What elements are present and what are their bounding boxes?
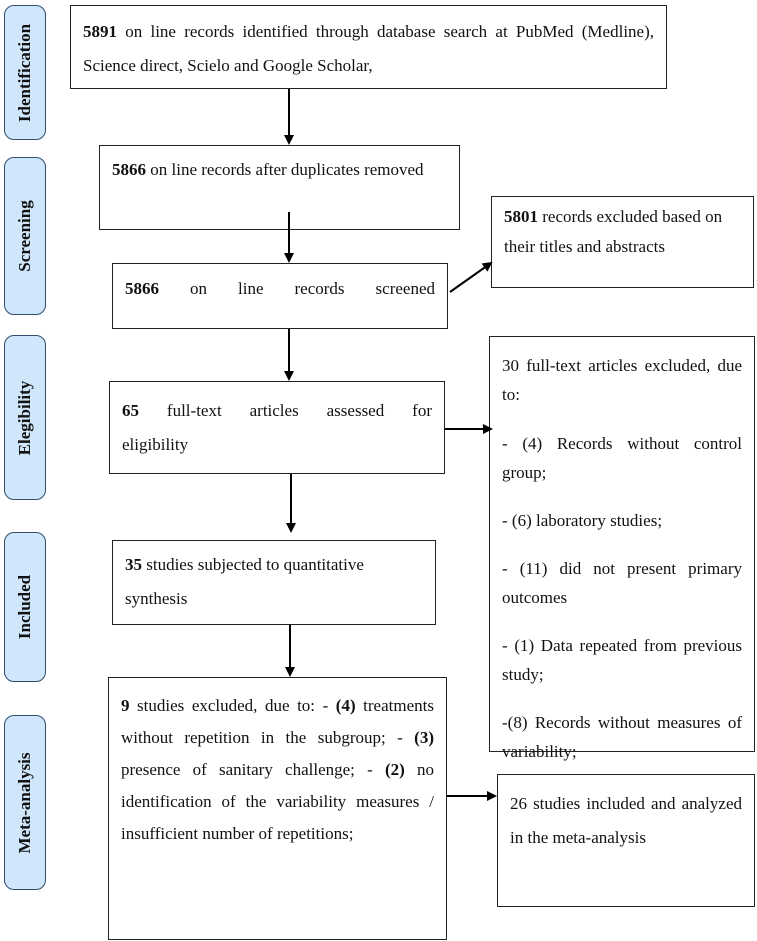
quantitative-synthesis-count: 35	[125, 555, 142, 574]
duplicates-removed-count: 5866	[112, 160, 146, 179]
quantitative-synthesis-box: 35 studies subjected to quantitative syn…	[112, 540, 436, 625]
meta-included-box: 26 studies included and analyzed in the …	[497, 774, 755, 907]
fulltext-assessed-box: 65 full-text articles assessed for eligi…	[109, 381, 445, 474]
duplicates-removed-text: on line records after duplicates removed	[146, 160, 424, 179]
fulltext-assessed-line2: eligibility	[122, 435, 189, 454]
records-identified-box: 5891 on line records identified through …	[70, 5, 667, 89]
fulltext-assessed-word: for	[412, 401, 432, 420]
fulltext-assessed-word: assessed	[326, 401, 385, 420]
fulltext-excluded-box: 30 full-text articles excluded, due to: …	[489, 336, 755, 761]
records-screened-word: on	[190, 279, 207, 298]
fulltext-assessed-count: 65	[122, 401, 139, 420]
meta-excluded-n4: (4)	[335, 696, 356, 715]
duplicates-removed-box: 5866 on line records after duplicates re…	[99, 145, 460, 230]
records-identified-text: on line records identified through datab…	[83, 22, 654, 75]
fulltext-excluded-item: - (4) Records without control group;	[502, 434, 742, 482]
records-screened-word: screened	[375, 279, 435, 298]
stage-included: Included	[4, 532, 46, 682]
fulltext-excluded-item: - (1) Data repeated from previous study;	[502, 636, 742, 684]
meta-excluded-count: 9	[121, 696, 130, 715]
meta-excluded-text: presence of sanitary challenge; -	[121, 760, 385, 779]
fulltext-assessed-word: full-text	[166, 401, 222, 420]
quantitative-synthesis-text: studies subjected to quantitative synthe…	[125, 555, 364, 608]
meta-excluded-text: studies excluded, due to: -	[129, 696, 336, 715]
stage-meta-analysis: Meta-analysis	[4, 715, 46, 890]
meta-excluded-box: 9 studies excluded, due to: - (4) treatm…	[108, 677, 447, 940]
records-screened-box: 5866 on line records screened	[112, 263, 448, 329]
records-screened-word: line	[238, 279, 264, 298]
arrow-screened-to-excluded	[449, 261, 493, 293]
stage-eligibility: Elegibility	[4, 335, 46, 500]
meta-excluded-text: no identification of the variability mea…	[121, 760, 434, 843]
records-excluded-box: 5801 records excluded based on their tit…	[491, 196, 754, 288]
records-screened-count: 5866	[125, 279, 159, 298]
fulltext-excluded-heading: 30 full-text articles excluded, due to:	[502, 356, 742, 404]
records-excluded-count: 5801	[504, 207, 538, 226]
meta-excluded-n3: (3)	[414, 728, 434, 747]
records-excluded-text: records excluded based on their titles a…	[504, 207, 723, 256]
records-identified-count: 5891	[83, 22, 117, 41]
fulltext-assessed-word: articles	[249, 401, 299, 420]
meta-excluded-text: treatments without repetition in the sub…	[121, 696, 434, 747]
stage-identification: Identification	[4, 5, 46, 140]
meta-included-text: 26 studies included and analyzed in the …	[510, 794, 742, 847]
fulltext-excluded-item: -(8) Records without measures of variabi…	[502, 713, 742, 761]
meta-excluded-n2: (2)	[384, 760, 405, 779]
fulltext-excluded-item: - (6) laboratory studies;	[502, 511, 663, 530]
stage-screening: Screening	[4, 157, 46, 315]
records-screened-word: records	[294, 279, 345, 298]
fulltext-excluded-item: - (11) did not present primary outcomes	[502, 559, 742, 607]
